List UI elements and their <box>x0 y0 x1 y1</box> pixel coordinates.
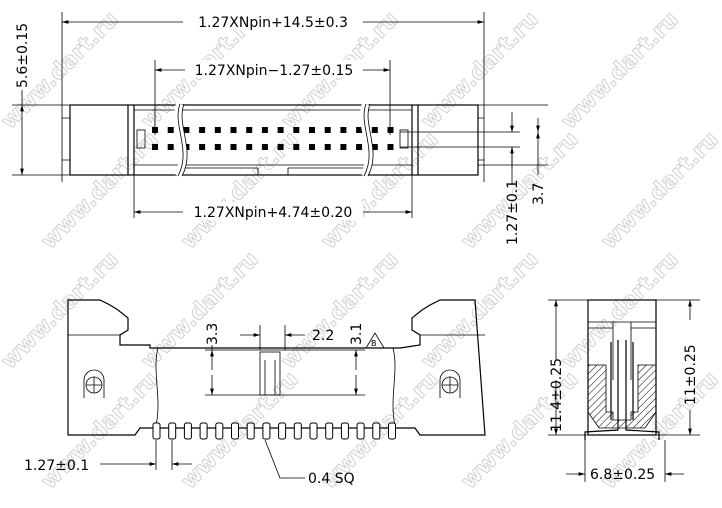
watermark-text: www.dart.ru <box>417 247 544 374</box>
watermark-text: www.dart.ru <box>137 247 264 374</box>
pin-square <box>293 127 300 133</box>
pin-square <box>199 144 206 150</box>
watermark-text: www.dart.ru <box>0 247 124 374</box>
watermark-text: www.dart.ru <box>597 127 722 254</box>
pin-square <box>199 127 206 133</box>
body-height-dim: 11±0.25 <box>683 344 699 405</box>
pin-lead <box>168 422 177 440</box>
side-view: 11.4±0.25 11±0.25 6.8±0.25 <box>548 299 700 483</box>
pin-square <box>340 144 347 150</box>
pin-lead <box>152 422 161 440</box>
pin-square <box>152 144 158 150</box>
key-width-dim: 2.2 <box>312 328 334 344</box>
key-height-dim: 3.1 <box>349 323 365 345</box>
pin-square <box>324 127 331 133</box>
overall-length-dim: 1.27XNpin+14.5±0.3 <box>198 15 348 31</box>
pin-square <box>293 144 300 150</box>
pin-square <box>183 127 190 133</box>
pin-lead <box>340 422 349 440</box>
front-view: 3.3 2.2 3.1 B 1.27±0.1 0.4 SQ <box>24 299 486 487</box>
pin-square <box>277 144 284 150</box>
pin-lead <box>309 422 318 440</box>
front-pin-array <box>152 422 396 440</box>
pin-pitch-dim: 1.27±0.1 <box>24 458 89 474</box>
pin-square <box>214 144 221 150</box>
pin-lead <box>246 422 255 440</box>
width-dim: 6.8±0.25 <box>590 467 655 483</box>
pin-square <box>309 144 315 150</box>
pin-square <box>387 127 394 133</box>
height-dim: 5.6±0.15 <box>15 23 31 88</box>
pin-square <box>167 144 174 150</box>
pin-square <box>387 144 394 150</box>
pin-lead <box>231 422 239 440</box>
pin-square <box>340 127 347 133</box>
pin-lead <box>215 422 224 440</box>
watermark-text: www.dart.ru <box>317 127 444 254</box>
note-marker-triangle <box>365 332 385 349</box>
pin-square <box>261 144 268 150</box>
pin-square <box>230 144 237 150</box>
pin-square <box>261 127 268 133</box>
watermark-text: www.dart.ru <box>37 367 164 494</box>
pin-lead <box>388 422 396 440</box>
pin-square <box>371 127 378 133</box>
watermark-text: www.dart.ru <box>557 7 684 134</box>
pin-square <box>246 127 253 133</box>
inner-length-dim: 1.27XNpin+4.74±0.20 <box>194 205 353 221</box>
pin-lead <box>183 422 192 440</box>
pin-lead <box>372 422 381 440</box>
note-marker-label: B <box>371 339 377 348</box>
key-depth-dim: 3.3 <box>205 323 221 345</box>
pin-row-offset-dim: 3.7 <box>531 183 547 205</box>
top-pin-array <box>152 127 394 150</box>
pin-lead <box>199 422 208 440</box>
pin-lead <box>278 422 287 440</box>
overall-height-dim: 11.4±0.25 <box>549 358 565 432</box>
row-pitch-dim: 1.27±0.1 <box>505 180 521 245</box>
pin-lead <box>356 422 365 440</box>
top-view: 1.27XNpin+14.5±0.3 1.27XNpin−1.27±0.15 1… <box>12 12 548 245</box>
pin-square <box>246 144 253 150</box>
pin-square <box>356 127 363 133</box>
pin-lead <box>262 422 271 440</box>
watermark-text: www.dart.ru <box>417 7 544 134</box>
pin-size-dim: 0.4 SQ <box>308 471 355 487</box>
watermark-text: www.dart.ru <box>177 127 304 254</box>
pin-square <box>371 144 378 150</box>
pin-square <box>324 144 331 150</box>
pin-square <box>167 127 174 133</box>
pin-lead <box>325 422 334 440</box>
pin-square <box>277 127 284 133</box>
pin-square <box>214 127 221 133</box>
pin-square <box>230 127 237 133</box>
watermark-text: www.dart.ru <box>557 247 684 374</box>
pin-lead <box>293 422 302 440</box>
pin-square <box>309 127 315 133</box>
pin-span-dim: 1.27XNpin−1.27±0.15 <box>195 63 354 79</box>
pin-square <box>356 144 363 150</box>
watermark-text: www.dart.ru <box>277 247 404 374</box>
